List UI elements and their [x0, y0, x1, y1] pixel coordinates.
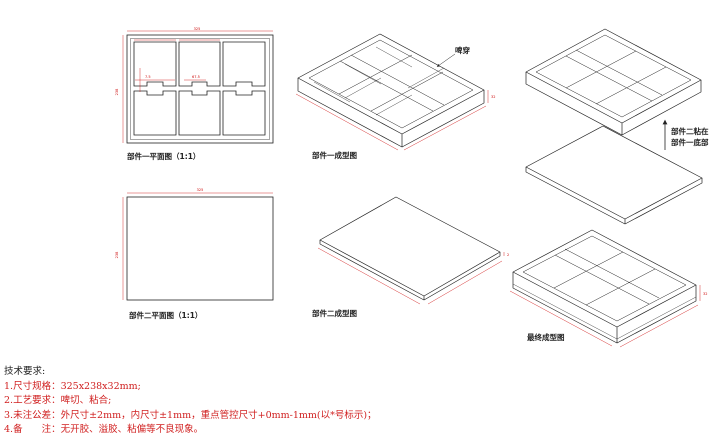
- part1-formed-view: [297, 33, 485, 148]
- part1-plan-label: 部件一平面图（1:1）: [127, 151, 200, 161]
- part1-cell-dim-a: 7.5: [145, 75, 151, 79]
- part1-plan-view: [126, 34, 274, 144]
- exploded-tray-view: [525, 28, 702, 136]
- requirement-item: 1.尺寸规格：325x238x32mm;: [4, 380, 141, 392]
- part2-formed-view: [319, 196, 501, 301]
- requirement-item: 4.备 注：无开胶、溢胶、粘偏等不良现象。: [4, 424, 204, 435]
- part2-plan-dimensions: [122, 192, 273, 300]
- part2-width-dim: 325: [197, 188, 204, 192]
- requirement-item: 2.工艺要求：啤切、粘合;: [4, 395, 112, 406]
- part1-thickness-dim: 32: [491, 95, 495, 99]
- final-formed-dimensions: [509, 285, 701, 348]
- part2-height-dim: 238: [115, 252, 119, 259]
- glue-note-line2: 部件一底部: [671, 137, 709, 147]
- part2-plan-view: [126, 196, 274, 301]
- final-thickness-dim: 32: [703, 292, 707, 296]
- requirement-item: 3.未注公差：外尺寸±2mm，内尺寸±1mm，重点管控尺寸+0mm-1mm(以*…: [4, 409, 377, 421]
- part1-formed-label: 部件一成型图: [312, 150, 357, 160]
- final-formed-label: 最终成型图: [527, 332, 565, 342]
- glue-note-line1: 部件二粘在: [671, 126, 709, 136]
- part1-cell-dim-b: 67.5: [192, 75, 200, 79]
- perforation-leader: [436, 53, 456, 67]
- part2-formed-dimensions: [317, 247, 505, 305]
- part2-thickness-dim: 2: [507, 253, 509, 257]
- technical-requirements: 技术要求: 1.尺寸规格：325x238x32mm; 2.工艺要求：啤切、粘合;…: [4, 365, 377, 438]
- part1-plan-dimensions: [122, 30, 273, 143]
- part1-height-dim: 238: [115, 89, 119, 96]
- part2-plan-label: 部件二平面图（1:1）: [129, 310, 202, 320]
- part2-formed-label: 部件二成型图: [312, 308, 357, 318]
- perforation-label: 啤穿: [455, 45, 470, 55]
- exploded-board-view: [525, 125, 703, 225]
- technical-requirements-title: 技术要求:: [4, 366, 46, 377]
- part1-formed-dimensions: [295, 90, 489, 151]
- final-formed-view: [512, 229, 697, 344]
- part1-width-dim: 325: [194, 27, 201, 31]
